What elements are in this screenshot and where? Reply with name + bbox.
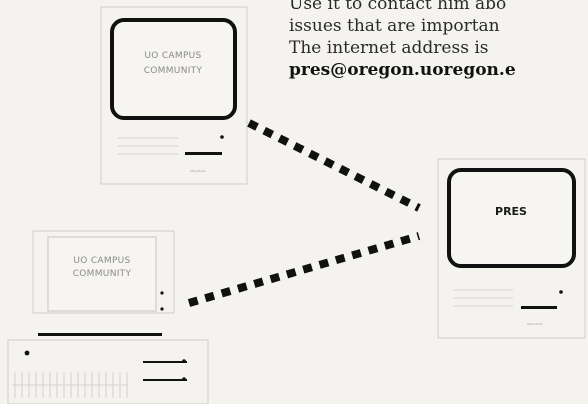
connection-bottom xyxy=(187,232,421,307)
keyboard xyxy=(7,339,209,404)
computer-top-left-screen xyxy=(110,18,237,120)
computer-top-left-case xyxy=(100,6,248,185)
power-light xyxy=(220,135,224,139)
computer-bottom-left: UO CAMPUS COMMUNITY xyxy=(7,230,209,404)
computer-pres-label: PRES xyxy=(495,205,527,218)
floppy-slot xyxy=(185,152,222,155)
base-bar xyxy=(38,333,162,336)
computer-top-left-label-1: UO CAMPUS xyxy=(144,51,201,61)
computer-top-left: UO CAMPUS COMMUNITY Macintosh xyxy=(100,6,248,185)
computer-bottom-left-case xyxy=(32,230,175,314)
pres-brand-label: Macintosh xyxy=(527,322,542,326)
computer-pres: PRES Macintosh xyxy=(437,158,586,339)
computer-top-left-label-2: COMMUNITY xyxy=(144,66,203,76)
brand-label: Macintosh xyxy=(190,169,205,173)
paragraph-line-1: Use it to contact him abo xyxy=(289,0,507,14)
paragraph-line-2: issues that are importan xyxy=(289,16,500,36)
paragraph: Use it to contact him abo issues that ar… xyxy=(289,0,588,81)
email-address: pres@oregon.uoregon.e xyxy=(289,60,516,80)
computer-pres-screen xyxy=(447,168,576,268)
computer-bottom-left-label-2: COMMUNITY xyxy=(73,269,132,279)
paragraph-line-3: The internet address is xyxy=(289,38,489,58)
computer-bottom-left-screen xyxy=(47,236,157,312)
computer-pres-case xyxy=(437,158,586,339)
connection-top xyxy=(247,119,421,212)
computer-bottom-left-label-1: UO CAMPUS xyxy=(73,256,130,266)
